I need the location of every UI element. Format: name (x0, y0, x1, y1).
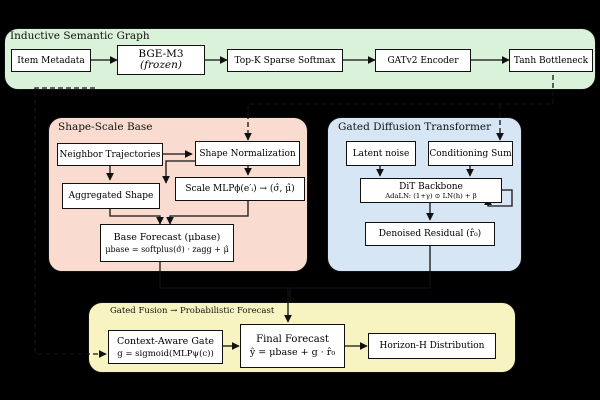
arrow-base-to-final (159, 262, 292, 323)
topk-label: Top-K Sparse Softmax (234, 55, 336, 66)
arrow-denoised-down (289, 246, 431, 302)
final-formula: ŷ = μbase + g · r̂₀ (249, 347, 336, 358)
bge-frozen-label: (frozen) (140, 59, 182, 71)
arrow-scale-to-base (166, 199, 249, 225)
neighbor-label: Neighbor Trajectories (59, 149, 161, 160)
gatv2-label: GATv2 Encoder (387, 55, 459, 66)
dashed-to-gate (34, 87, 107, 358)
tanh-label: Tanh Bottleneck (513, 55, 589, 66)
topk-softmax-box: Top-K Sparse Softmax (227, 49, 343, 72)
horizon-label: Horizon-H Distribution (379, 341, 485, 351)
item-metadata-box: Item Metadata (11, 49, 91, 72)
final-forecast-box: Final Forecast ŷ = μbase + g · r̂₀ (240, 324, 345, 368)
dashed-to-shape-normalization (244, 75, 554, 141)
latent-label: Latent noise (352, 148, 410, 159)
base-forecast-box: Base Forecast (μbase) μbase = softplus(σ… (100, 224, 234, 262)
base-formula: μbase = softplus(σ̂) · zagg + μ̂ (105, 245, 229, 254)
shape-normalization-box: Shape Normalization (195, 141, 300, 166)
agg-shape-label: Aggregated Shape (68, 191, 154, 201)
tanh-bottleneck-box: Tanh Bottleneck (509, 49, 593, 72)
final-label: Final Forecast (256, 334, 329, 345)
dit-loop-arrow (484, 189, 513, 207)
horizon-distribution-box: Horizon-H Distribution (368, 333, 496, 359)
adaln-label: AdaLN: (1+γ) ⊙ LN(h) + β (385, 191, 477, 200)
latent-noise-box: Latent noise (346, 141, 416, 166)
neighbor-trajectories-box: Neighbor Trajectories (57, 143, 163, 166)
inductive-graph-title: Inductive Semantic Graph (10, 30, 150, 42)
aggregated-shape-box: Aggregated Shape (62, 183, 160, 209)
item-metadata-label: Item Metadata (17, 55, 85, 66)
scale-mlp-label: Scale MLPϕ(e′ᵢ) → (σ̂, μ̂) (185, 184, 295, 194)
gate-formula: g = sigmoid(MLPψ(c)) (117, 348, 214, 359)
bge-m3-label: BGE-M3 (138, 48, 184, 60)
fusion-title: Gated Fusion → Probabilistic Forecast (110, 306, 275, 316)
gate-label: Context-Aware Gate (116, 335, 215, 347)
scale-mlp-box: Scale MLPϕ(e′ᵢ) → (σ̂, μ̂) (175, 177, 305, 201)
diffusion-title: Gated Diffusion Transformer (338, 121, 492, 133)
semantic-conditioning-label: e′, c (semantic conditioning) (362, 94, 484, 104)
arrow-norm-to-agg (162, 160, 195, 184)
dit-label: DiT Backbone (399, 181, 463, 192)
r0-arrow-label: r̂₀ (384, 271, 395, 285)
gatv2-encoder-box: GATv2 Encoder (375, 49, 471, 72)
denoised-residual-box: Denoised Residual (r̂₀) (365, 222, 495, 246)
bge-m3-box: BGE-M3 (frozen) (117, 45, 205, 75)
context-aware-gate-box: Context-Aware Gate g = sigmoid(MLPψ(c)) (108, 330, 223, 364)
arrow-agg-to-base (109, 209, 164, 225)
mu-base-arrow-label: μbase (246, 287, 279, 300)
shape-scale-title: Shape-Scale Base (58, 121, 153, 133)
base-forecast-label: Base Forecast (μbase) (113, 232, 221, 243)
cond-sum-label: Conditioning Sum (429, 148, 512, 159)
shape-norm-label: Shape Normalization (199, 148, 296, 159)
dit-backbone-box: DiT Backbone AdaLN: (1+γ) ⊙ LN(h) + β (360, 178, 502, 203)
denoised-label: Denoised Residual (r̂₀) (378, 229, 482, 239)
conditioning-sum-box: Conditioning Sum (428, 141, 513, 166)
